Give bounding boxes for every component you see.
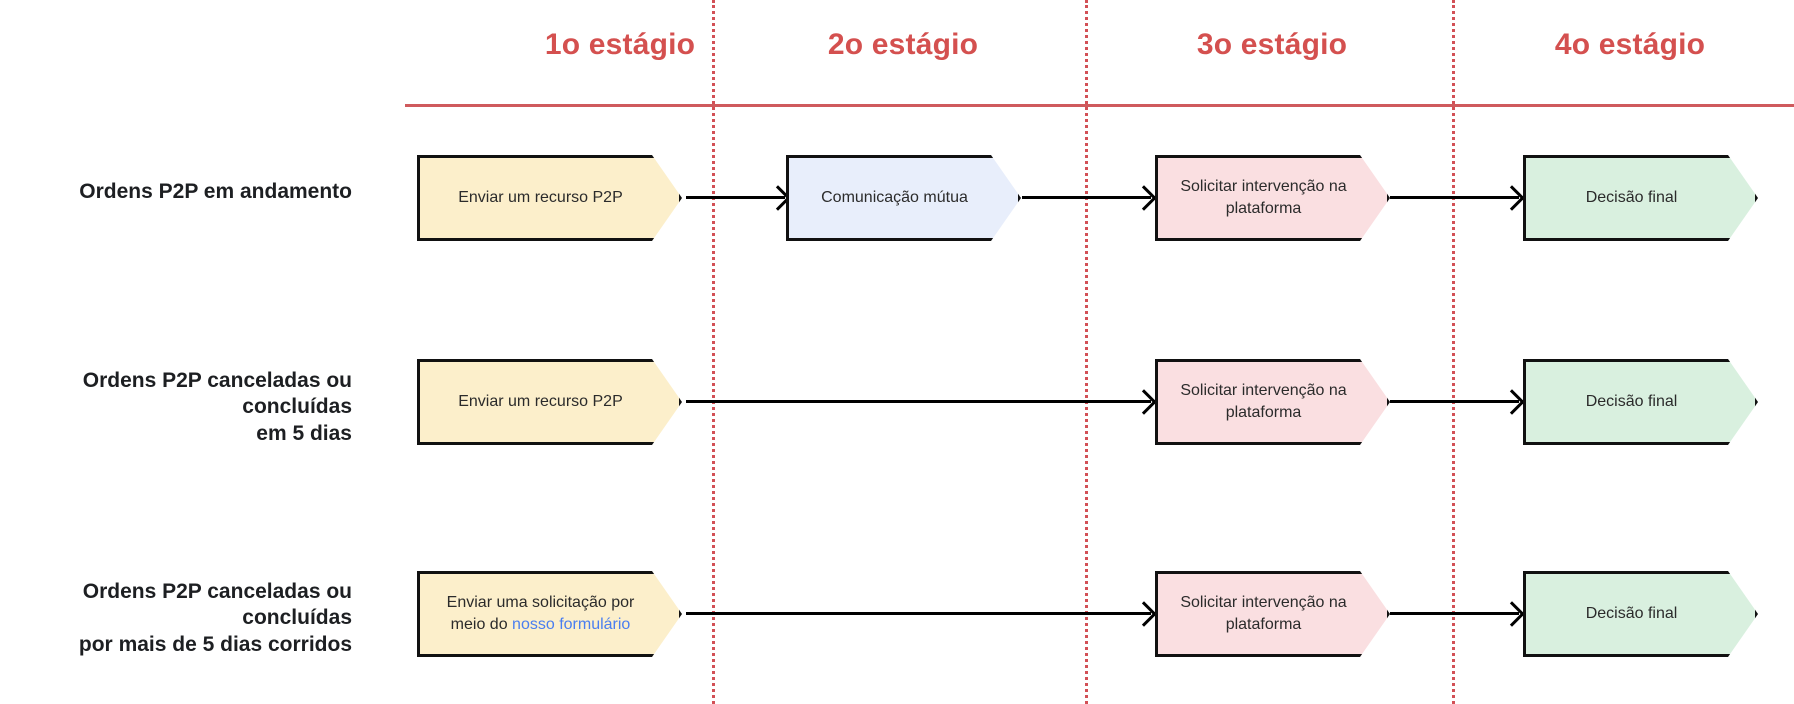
stage-divider-1 xyxy=(712,0,715,704)
row-label-orders-in-progress: Ordens P2P em andamento xyxy=(0,179,400,205)
arrow-row1-stage2-to-stage3 xyxy=(1022,196,1151,199)
row-label-line: por mais de 5 dias corridos xyxy=(78,632,352,656)
node-row1-final-decision[interactable]: Decisão final xyxy=(1523,155,1758,241)
stage-heading-3: 3o estágio xyxy=(1196,28,1348,61)
arrow-row2-stage3-to-stage4 xyxy=(1390,400,1519,403)
node-label: Solicitar intervenção na plataforma xyxy=(1180,178,1347,217)
stage-divider-2 xyxy=(1085,0,1088,704)
node-row2-submit-p2p-appeal[interactable]: Enviar um recurso P2P xyxy=(417,359,682,445)
node-row3-request-platform-intervention[interactable]: Solicitar intervenção na plataforma xyxy=(1155,571,1390,657)
row-label-line: Ordens P2P canceladas ou concluídas xyxy=(82,580,352,630)
node-label: Enviar uma solicitação por meio do nosso… xyxy=(436,592,645,635)
node-label: Comunicação mútua xyxy=(821,189,968,207)
stage-divider-3 xyxy=(1452,0,1455,704)
arrow-row3-stage3-to-stage4 xyxy=(1390,612,1519,615)
row-label-line: em 5 dias xyxy=(256,421,352,445)
header-rule xyxy=(405,104,1794,107)
arrow-row1-stage1-to-stage2 xyxy=(686,196,785,199)
node-label: Enviar um recurso P2P xyxy=(458,393,623,411)
node-row2-request-platform-intervention[interactable]: Solicitar intervenção na plataforma xyxy=(1155,359,1390,445)
arrow-row1-stage3-to-stage4 xyxy=(1390,196,1519,199)
node-row3-submit-request-via-form[interactable]: Enviar uma solicitação por meio do nosso… xyxy=(417,571,682,657)
node-label: Decisão final xyxy=(1585,393,1678,411)
stage-heading-1: 1o estágio xyxy=(544,28,696,61)
stage-heading-4: 4o estágio xyxy=(1554,28,1706,61)
node-label: Solicitar intervenção na plataforma xyxy=(1180,594,1347,633)
row-label-orders-cancelled-within-5-days: Ordens P2P canceladas ou concluídas em 5… xyxy=(0,368,400,447)
node-label-prefix: Enviar uma solicitação por meio do xyxy=(446,594,635,633)
node-row2-final-decision[interactable]: Decisão final xyxy=(1523,359,1758,445)
node-label: Decisão final xyxy=(1585,189,1678,207)
row-label-line: Ordens P2P em andamento xyxy=(79,180,352,203)
row-label-line: Ordens P2P canceladas ou concluídas xyxy=(82,369,352,419)
row-label-orders-cancelled-over-5-days: Ordens P2P canceladas ou concluídas por … xyxy=(0,579,400,658)
node-row1-mutual-communication[interactable]: Comunicação mútua xyxy=(786,155,1021,241)
node-label: Solicitar intervenção na plataforma xyxy=(1180,382,1347,421)
arrow-row3-stage1-to-stage3 xyxy=(686,612,1151,615)
stage-heading-2: 2o estágio xyxy=(827,28,979,61)
node-row1-submit-p2p-appeal[interactable]: Enviar um recurso P2P xyxy=(417,155,682,241)
node-row3-final-decision[interactable]: Decisão final xyxy=(1523,571,1758,657)
node-label: Decisão final xyxy=(1585,605,1678,623)
arrow-row2-stage1-to-stage3 xyxy=(686,400,1151,403)
node-label: Enviar um recurso P2P xyxy=(458,189,623,207)
node-row1-request-platform-intervention[interactable]: Solicitar intervenção na plataforma xyxy=(1155,155,1390,241)
our-form-link[interactable]: nosso formulário xyxy=(512,616,631,633)
